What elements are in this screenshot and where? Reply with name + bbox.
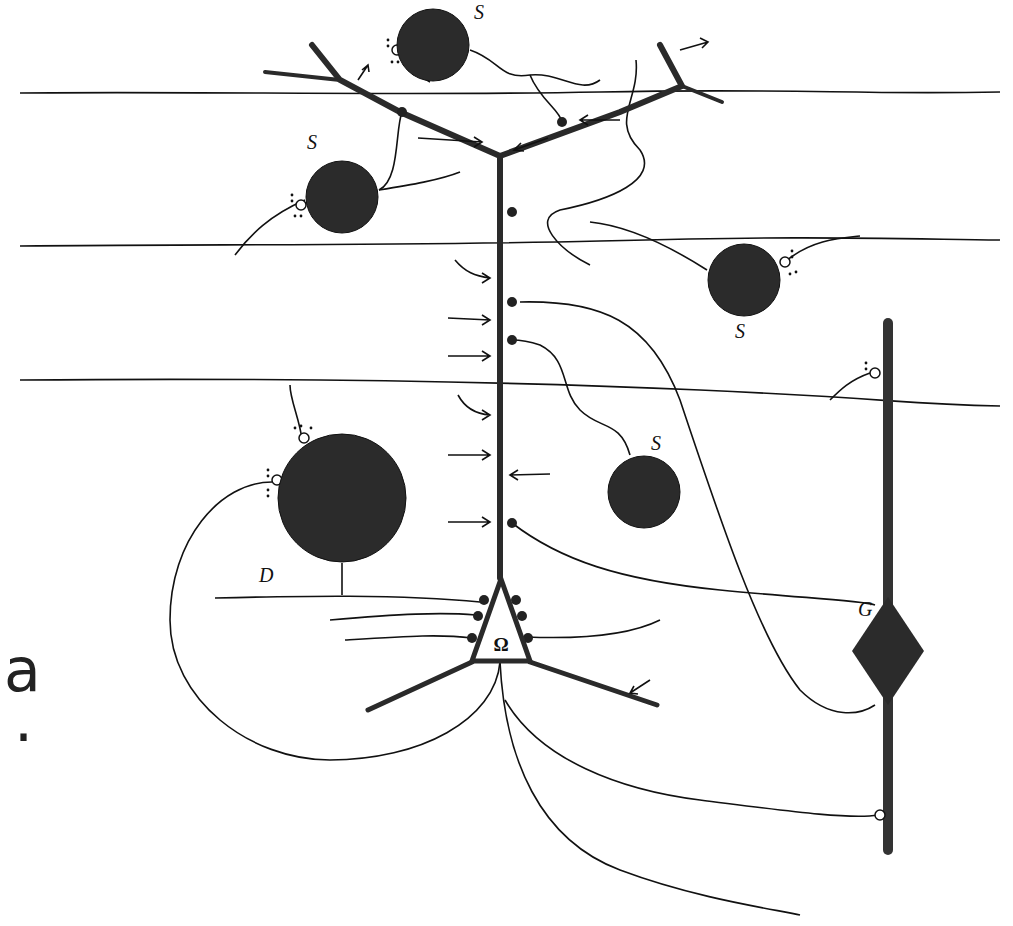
axon bbox=[785, 236, 860, 262]
cell-label: D bbox=[259, 565, 273, 585]
input-arrow bbox=[448, 351, 490, 361]
cell-label: G bbox=[858, 599, 872, 619]
dendrite-branch bbox=[500, 45, 682, 156]
axon bbox=[290, 385, 302, 440]
input-arrow bbox=[630, 680, 650, 694]
layer-line bbox=[20, 379, 1000, 406]
input-arrow bbox=[458, 395, 490, 420]
granule-dendrite bbox=[883, 323, 893, 850]
cell-label: S bbox=[735, 321, 745, 341]
large-cell-shape bbox=[277, 433, 407, 563]
axon bbox=[512, 340, 630, 455]
input-arrow bbox=[680, 38, 708, 50]
synapse-dot bbox=[473, 611, 483, 621]
input-arrow bbox=[580, 115, 620, 125]
cell-label: S bbox=[474, 2, 484, 22]
stellate-cell-shape bbox=[396, 8, 470, 82]
input-arrow bbox=[448, 315, 490, 325]
terminal bbox=[875, 810, 885, 820]
axon bbox=[530, 75, 562, 122]
axon bbox=[526, 620, 660, 638]
terminal bbox=[780, 257, 790, 267]
basal-dendrite bbox=[368, 662, 472, 710]
cell-label: Ω bbox=[493, 635, 508, 654]
axon bbox=[235, 200, 305, 255]
input-arrow bbox=[418, 137, 482, 147]
stellate-cell-shape bbox=[305, 160, 379, 234]
layer-line bbox=[20, 238, 1000, 246]
axon bbox=[470, 50, 600, 85]
synapse-dot bbox=[507, 335, 517, 345]
axon bbox=[512, 523, 875, 605]
input-arrow bbox=[514, 138, 548, 151]
cell-label: S bbox=[307, 132, 317, 152]
synapse-dot bbox=[467, 633, 477, 643]
synapse-dot bbox=[507, 518, 517, 528]
axon bbox=[341, 563, 343, 595]
stellate-cell-shape bbox=[707, 243, 781, 317]
slide-text: . bbox=[14, 690, 33, 750]
axon bbox=[379, 112, 402, 190]
terminal bbox=[296, 200, 306, 210]
layer-line bbox=[20, 91, 1000, 94]
large-cell: D bbox=[277, 433, 407, 563]
axon bbox=[548, 60, 645, 265]
input-arrow bbox=[448, 450, 490, 460]
granule-cell: G bbox=[852, 597, 924, 705]
stellate-cell: S bbox=[396, 8, 470, 82]
synapse-dot bbox=[397, 107, 407, 117]
axon bbox=[345, 636, 472, 640]
axon bbox=[505, 700, 878, 816]
synapse-dot bbox=[557, 117, 567, 127]
terminal bbox=[870, 368, 880, 378]
apical-dendrite bbox=[497, 156, 503, 578]
terminal bbox=[299, 433, 309, 443]
cell-label: S bbox=[651, 433, 661, 453]
synapse-dot bbox=[511, 595, 521, 605]
stellate-cell: S bbox=[305, 160, 379, 234]
stellate-cell: S bbox=[707, 243, 781, 317]
synapse-dot bbox=[507, 297, 517, 307]
dendrite-branch bbox=[265, 72, 340, 80]
axon bbox=[215, 596, 480, 602]
input-arrow bbox=[455, 260, 490, 283]
axon bbox=[379, 172, 460, 190]
axon bbox=[830, 373, 870, 400]
axon bbox=[590, 222, 707, 270]
stellate-cell-shape bbox=[607, 455, 681, 529]
pyramidal-soma: Ω bbox=[470, 576, 532, 664]
dendrite-branch bbox=[682, 86, 722, 102]
axon bbox=[520, 302, 875, 713]
synapse-dot bbox=[517, 611, 527, 621]
axon bbox=[500, 662, 800, 915]
input-arrow bbox=[510, 470, 550, 480]
basal-dendrite bbox=[530, 662, 657, 705]
axon bbox=[330, 614, 476, 620]
stellate-cell: S bbox=[607, 455, 681, 529]
synapse-dot bbox=[507, 207, 517, 217]
synapse-dot bbox=[479, 595, 489, 605]
input-arrow bbox=[448, 517, 490, 527]
input-arrow bbox=[358, 65, 369, 80]
